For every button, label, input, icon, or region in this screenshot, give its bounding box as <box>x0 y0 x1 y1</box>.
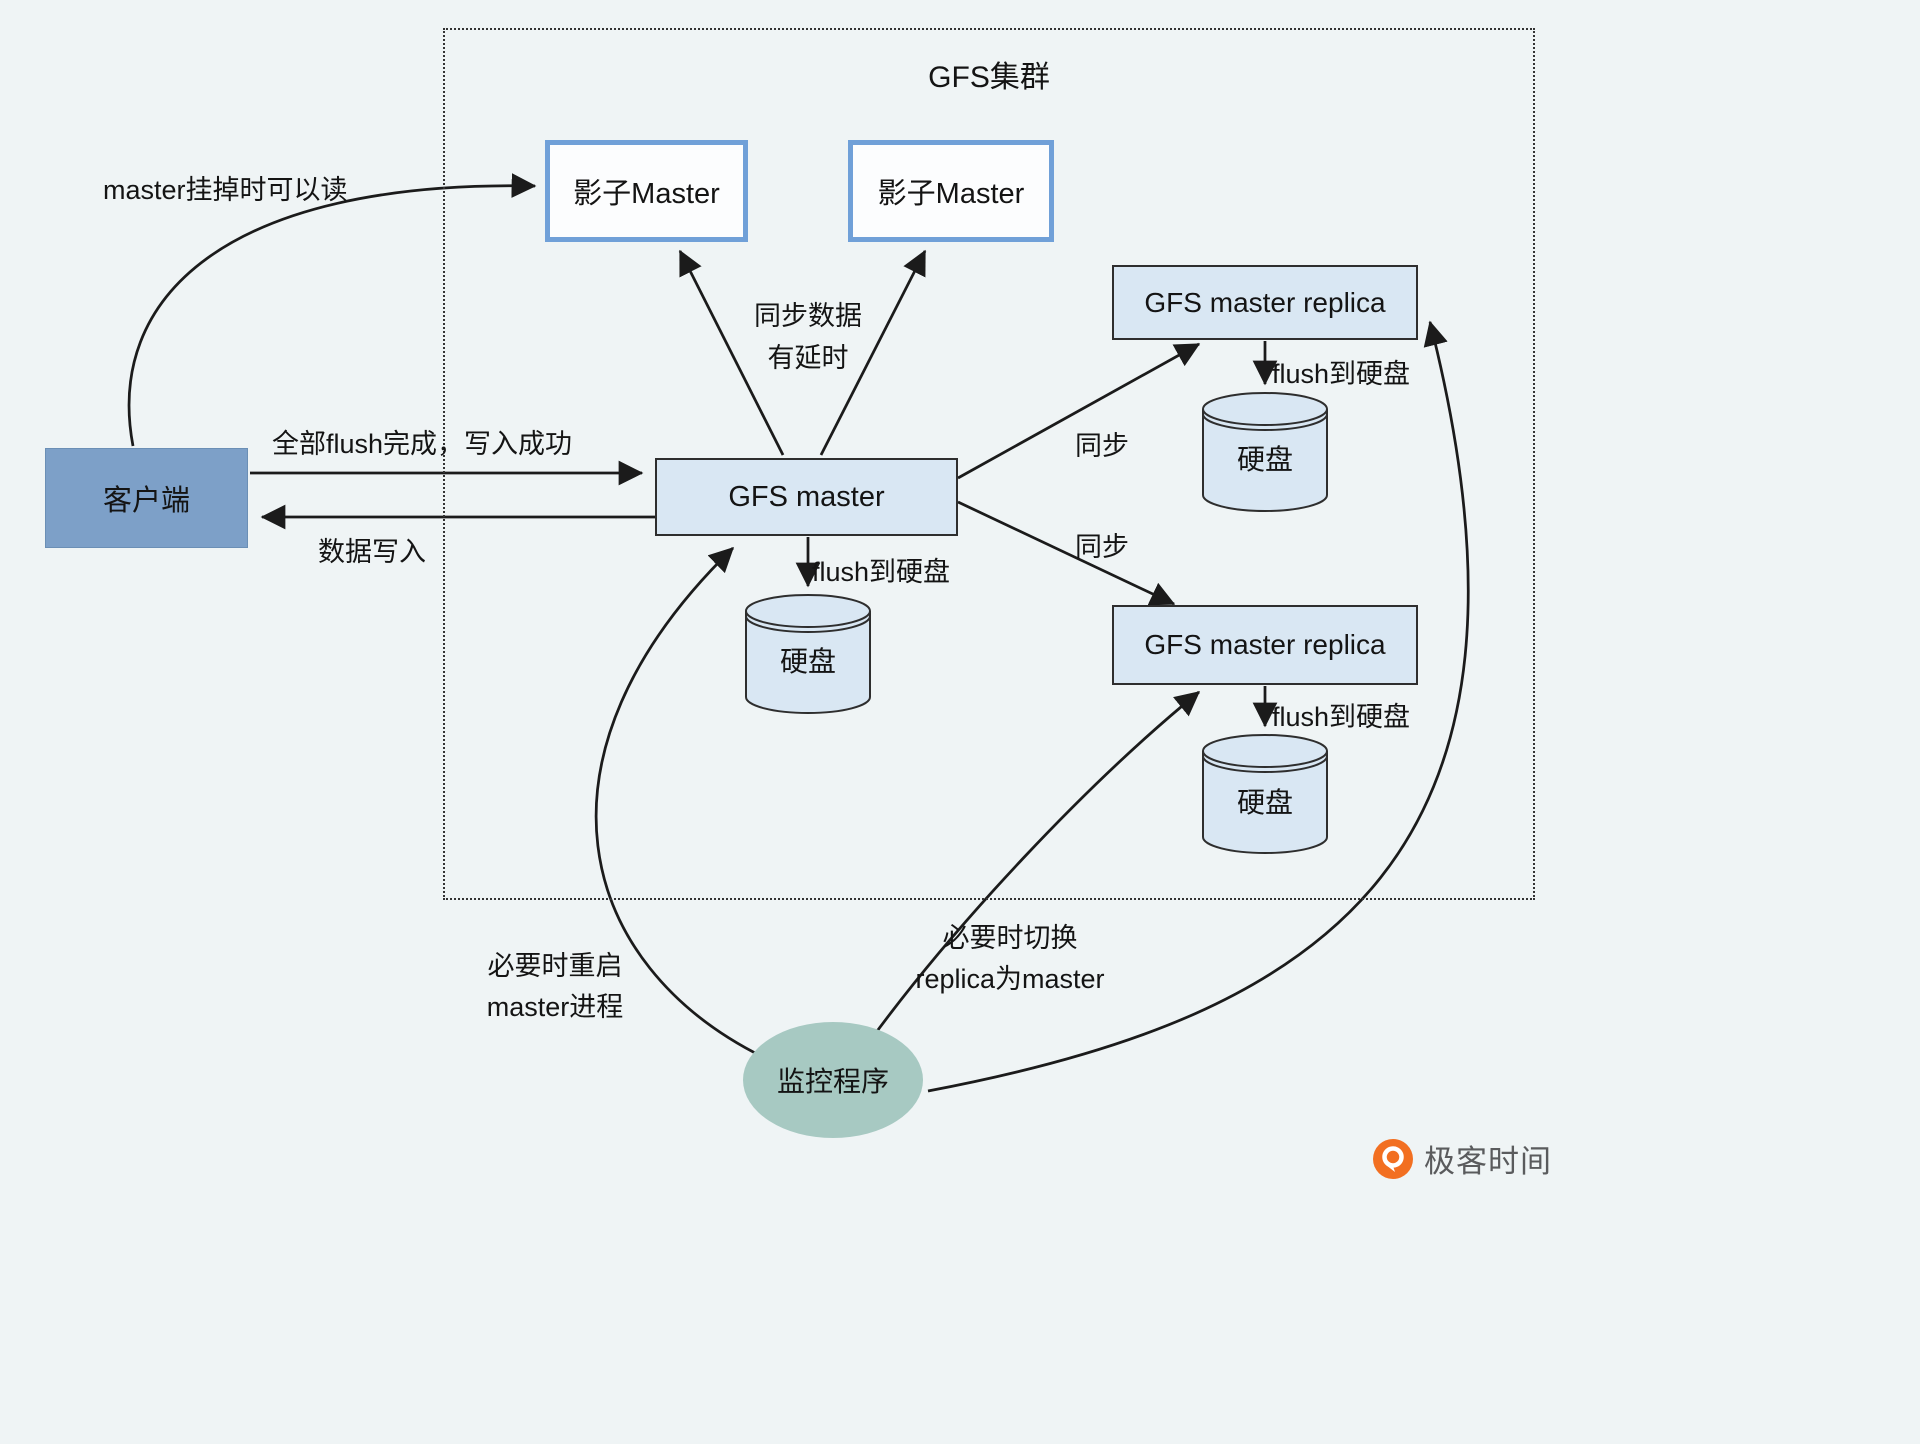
monitor-program-node: 监控程序 <box>743 1022 923 1138</box>
disk-replica-bottom-label: 硬盘 <box>1236 787 1294 818</box>
gfs-master-replica-bottom-node: GFS master replica <box>1112 605 1418 685</box>
edge-label-restart-master: 必要时重启 master进程 <box>455 946 655 1027</box>
arrow-master-to-replica-bottom <box>957 500 1176 606</box>
edge-label-restart-line2: master进程 <box>486 991 624 1022</box>
arrow-monitor-to-master <box>594 547 766 1060</box>
arrow-monitor-to-replica-bottom <box>870 690 1201 1039</box>
edge-label-switch-line2: replica为master <box>915 963 1105 994</box>
arrow-master-to-replica-top <box>957 342 1201 480</box>
edge-label-sync-shadow: 同步数据 有延时 <box>738 296 878 380</box>
edge-label-restart-line1: 必要时重启 <box>487 951 623 981</box>
client-node: 客户端 <box>45 448 248 548</box>
disk-replica-top-label: 硬盘 <box>1236 444 1294 475</box>
arrow-monitor-to-replica-top <box>927 320 1470 1093</box>
gfs-cluster-title: GFS集群 <box>928 61 1050 94</box>
shadow-master-2-node: 影子Master <box>848 140 1054 242</box>
shadow-master-1-node: 影子Master <box>545 140 748 242</box>
edge-label-flush-replica-bottom: flush到硬盘 <box>1272 702 1411 732</box>
gfs-cluster-boundary <box>443 28 1535 900</box>
edge-label-data-write: 数据写入 <box>318 537 426 567</box>
edge-label-flush-replica-top: flush到硬盘 <box>1272 359 1411 389</box>
edge-label-switch-replica: 必要时切换 replica为master <box>890 918 1130 999</box>
edge-label-switch-line1: 必要时切换 <box>942 923 1078 953</box>
edge-label-write-success: 全部flush完成，写入成功 <box>272 429 573 459</box>
edge-label-read-on-master-down: master挂掉时可以读 <box>103 175 348 205</box>
edge-label-sync-replica-top: 同步 <box>1075 431 1129 461</box>
edge-label-sync-replica-bottom: 同步 <box>1075 532 1129 562</box>
edge-label-sync-shadow-line1: 同步数据 <box>754 301 862 331</box>
disk-master-label: 硬盘 <box>779 646 837 677</box>
arrow-client-to-shadow-master <box>127 173 537 447</box>
gfs-master-replica-top-node: GFS master replica <box>1112 265 1418 340</box>
gfs-master-node: GFS master <box>655 458 958 536</box>
geektime-logo-icon <box>1373 1138 1413 1179</box>
edge-label-sync-shadow-line2: 有延时 <box>767 342 849 373</box>
arrow-master-to-shadow-1 <box>678 249 785 456</box>
brand-text: 极客时间 <box>1424 1144 1552 1179</box>
edge-label-flush-master: flush到硬盘 <box>812 557 951 587</box>
arrow-master-to-shadow-2 <box>819 249 927 456</box>
brand-footer: 极客时间 <box>1372 1136 1552 1181</box>
